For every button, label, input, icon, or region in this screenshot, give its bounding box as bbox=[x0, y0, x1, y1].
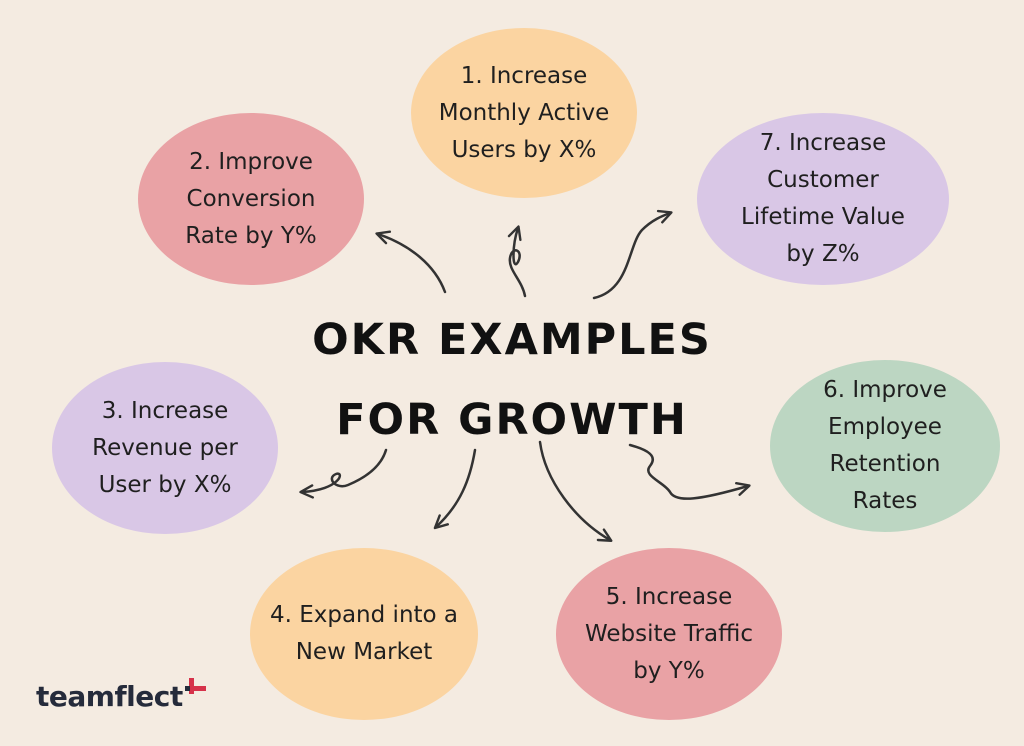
arrow-to-item-6 bbox=[628, 443, 751, 500]
arrow-to-item-1 bbox=[507, 225, 527, 298]
okr-item-6: 6. Improve Employee Retention Rates bbox=[770, 360, 1000, 532]
plus-mark-icon bbox=[184, 676, 207, 716]
arrow-to-item-7 bbox=[592, 209, 673, 300]
okr-item-2: 2. Improve Conversion Rate by Y% bbox=[138, 113, 364, 285]
okr-item-3: 3. Increase Revenue per User by X% bbox=[52, 362, 278, 534]
arrow-to-item-5 bbox=[538, 440, 613, 542]
okr-item-7: 7. Increase Customer Lifetime Value by Z… bbox=[697, 113, 949, 285]
arrow-to-item-3 bbox=[299, 448, 388, 499]
arrow-to-item-4 bbox=[433, 448, 477, 530]
diagram-title: OKR EXAMPLES FOR GROWTH bbox=[312, 315, 712, 445]
arrow-to-item-2 bbox=[375, 230, 447, 294]
okr-item-1: 1. Increase Monthly Active Users by X% bbox=[411, 28, 637, 198]
okr-item-5: 5. Increase Website Traffic by Y% bbox=[556, 548, 782, 720]
teamflect-logo: teamflect bbox=[36, 676, 207, 716]
logo-wordmark: teamflect bbox=[36, 679, 183, 713]
okr-item-4: 4. Expand into a New Market bbox=[250, 548, 478, 720]
